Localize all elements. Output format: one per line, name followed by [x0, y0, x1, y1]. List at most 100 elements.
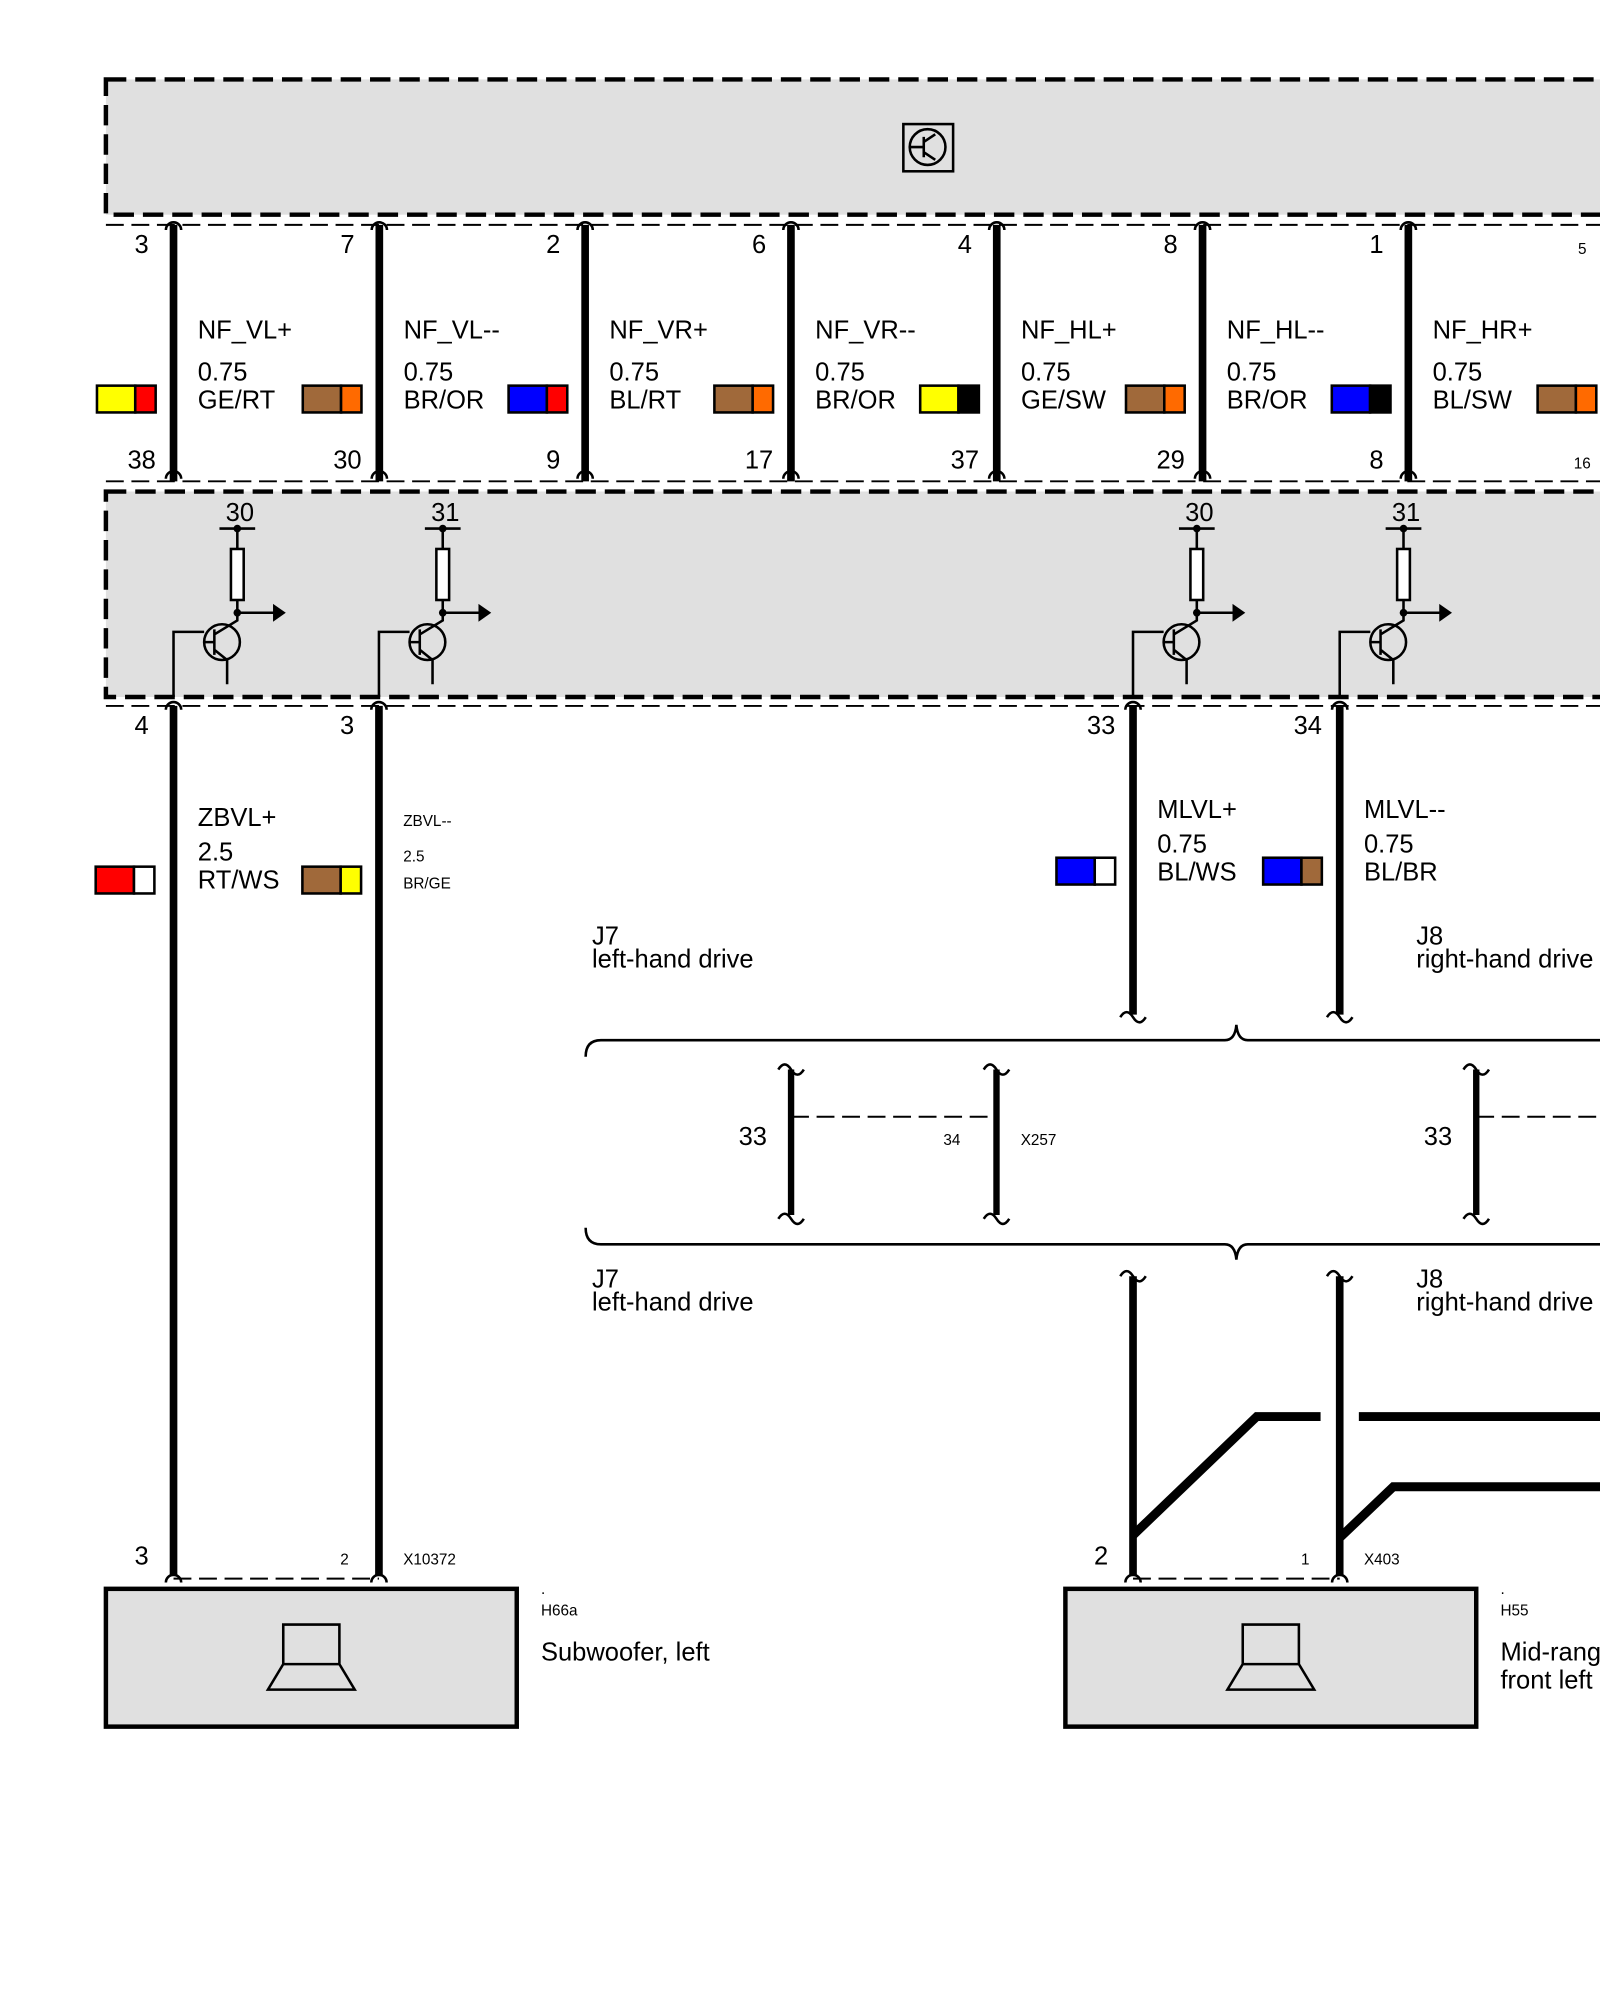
output-stage-module	[103, 489, 1600, 700]
output-pin-top-1: 3	[340, 712, 354, 740]
wire-size-1: 0.75	[404, 359, 454, 387]
amplifier-symbol-transistor	[911, 133, 936, 161]
component-dot-1: .	[1500, 1581, 1504, 1598]
crossing-wire-2	[1336, 1482, 1600, 1542]
wire-break-icon	[1119, 1010, 1147, 1024]
amplifier-module-top	[103, 77, 1600, 217]
transistor-1-node	[438, 524, 447, 533]
output-color-1: BR/GE	[403, 875, 451, 892]
pin-bottom-6: 8	[1369, 447, 1383, 475]
transistor-3-body	[1370, 612, 1405, 685]
component-pin-a-1: 2	[1094, 1543, 1108, 1571]
pin-top-3: 6	[752, 231, 766, 259]
component-code-0: H66a	[541, 1603, 578, 1620]
pin-bottom-0: 38	[127, 447, 155, 475]
color-swatch-1-b	[339, 384, 363, 414]
pin-top-2: 2	[546, 231, 560, 259]
output-pin-top-0: 4	[135, 712, 149, 740]
output-color-swatch-2-b	[1093, 856, 1117, 886]
pin-top-4: 4	[958, 231, 972, 259]
pin-contact	[987, 221, 1006, 479]
signal-name-1: NF_VL--	[404, 316, 500, 344]
transistor-3-node	[1399, 524, 1408, 533]
color-swatch-2-b	[545, 384, 569, 414]
pin-contact	[164, 221, 183, 479]
component-pin-b-1: 1	[1301, 1552, 1310, 1569]
pin-top-7: 5	[1578, 241, 1587, 258]
output-color-swatch-2-a	[1055, 856, 1097, 886]
pin-contact	[576, 221, 595, 479]
j8-label: right-hand drive	[1416, 945, 1593, 973]
pin-contact	[1193, 221, 1212, 479]
wire-size-0: 0.75	[198, 359, 248, 387]
x257-pin-a: 33	[739, 1123, 767, 1151]
pin-bottom-3: 17	[745, 447, 773, 475]
wire-size-2: 0.75	[609, 359, 659, 387]
j8-label-bottom: right-hand drive	[1416, 1289, 1593, 1317]
x257-pin-b: 34	[943, 1132, 961, 1149]
component-code-1: H55	[1500, 1603, 1528, 1620]
supply-pin-0: 30	[226, 499, 254, 527]
signal-name-5: NF_HL--	[1227, 316, 1325, 344]
wire-break-icon	[982, 1063, 1011, 1226]
color-swatch-6-a	[1330, 384, 1372, 414]
output-color-swatch-3-a	[1261, 856, 1303, 886]
component-name2-1: front left	[1500, 1666, 1592, 1694]
supply-pin-2: 30	[1185, 499, 1213, 527]
pin-contact	[1399, 221, 1418, 479]
wire-break-icon	[1325, 1010, 1354, 1024]
output-signal-0: ZBVL+	[198, 804, 277, 832]
pin-top-5: 8	[1164, 231, 1178, 259]
color-swatch-4-b	[957, 384, 981, 414]
pin-bottom-4: 37	[951, 447, 979, 475]
arrow-icon	[1232, 603, 1246, 622]
output-color-2: BL/WS	[1157, 859, 1236, 887]
transistor-3-base	[1338, 630, 1371, 697]
output-pin-top-2: 33	[1087, 712, 1115, 740]
wire-color-5: BR/OR	[1227, 387, 1308, 415]
wire-break-icon	[777, 1063, 805, 1226]
speaker-icon	[1225, 1623, 1317, 1691]
wire-color-2: BL/RT	[609, 387, 681, 415]
transistor-2-base	[1131, 630, 1164, 697]
transistor-0-base	[172, 630, 205, 697]
pin-contact	[1124, 1573, 1349, 1583]
component-name-0: Subwoofer, left	[541, 1638, 710, 1666]
resistor-icon	[1395, 547, 1412, 602]
wire-size-3: 0.75	[815, 359, 865, 387]
pin-bottom-2: 9	[546, 447, 560, 475]
j7-label: left-hand drive	[592, 945, 754, 973]
pin-bottom-5: 29	[1156, 447, 1184, 475]
j8-pin: 33	[1424, 1123, 1452, 1151]
transistor-2-body	[1163, 612, 1199, 685]
wire-size-5: 0.75	[1227, 359, 1277, 387]
j7-code: J7	[592, 922, 619, 950]
output-signal-2: MLVL+	[1157, 796, 1237, 824]
component-pin-a-0: 3	[135, 1543, 149, 1571]
color-swatch-6-b	[1368, 384, 1392, 414]
j7-label-bottom: left-hand drive	[592, 1289, 754, 1317]
x257-connector-label: X257	[1021, 1132, 1057, 1149]
output-color-swatch-1-a	[301, 865, 342, 895]
pin-contact	[1330, 700, 1349, 710]
pin-contact	[782, 221, 800, 479]
resistor-icon	[435, 547, 451, 602]
component-box-1	[1063, 1586, 1479, 1729]
pin-contact	[164, 1573, 388, 1583]
resistor-icon	[229, 547, 245, 602]
transistor-2-node	[1192, 524, 1201, 533]
transistor-1-base	[377, 630, 410, 697]
transistor-0-node	[233, 524, 242, 533]
color-swatch-3-a	[713, 384, 754, 414]
component-dot-0: .	[541, 1581, 545, 1598]
signal-name-0: NF_VL+	[198, 316, 292, 344]
color-swatch-0-b	[133, 384, 157, 414]
component-connector-0: X10372	[403, 1552, 456, 1569]
supply-pin-1: 31	[431, 499, 459, 527]
color-swatch-3-b	[751, 384, 775, 414]
wire-color-1: BR/OR	[404, 387, 485, 415]
signal-name-4: NF_HL+	[1021, 316, 1117, 344]
wire-color-6: BL/SW	[1433, 387, 1512, 415]
component-box-0	[103, 1586, 519, 1729]
